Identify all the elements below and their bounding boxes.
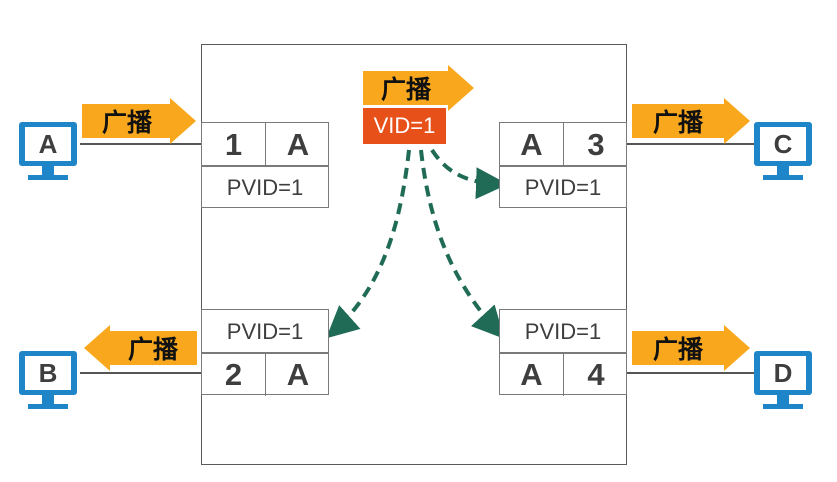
flow-arrow-to-port2 [326, 149, 411, 339]
port-2-pvid: PVID=1 [226, 318, 304, 344]
port-1: 1 A PVID=1 [201, 122, 329, 208]
computer-d-label: D [773, 357, 793, 388]
port-3: A 3 PVID=1 [499, 122, 627, 208]
port-3-vlan: A [500, 123, 564, 166]
port-4-pvid: PVID=1 [524, 318, 602, 344]
port-4-number: 4 [587, 356, 605, 392]
broadcast-label-center: 广播 [380, 76, 431, 104]
port-3-pvid: PVID=1 [524, 174, 602, 200]
computer-b-label: B [38, 357, 58, 388]
broadcast-arrow-c [632, 98, 750, 144]
broadcast-arrow-b [84, 325, 197, 371]
flow-arrow-to-port3 [430, 148, 508, 200]
broadcast-label-a: 广播 [101, 109, 152, 137]
port-4-vlan: A [500, 353, 564, 396]
port-1-vlan: A [286, 126, 310, 162]
port-4: PVID=1 A 4 [499, 309, 627, 396]
vid-tag: VID=1 [363, 108, 446, 144]
flow-arrow-to-port4 [419, 149, 505, 339]
computer-c-label: C [773, 128, 793, 159]
broadcast-arrow-a [82, 98, 196, 144]
computer-b-icon [19, 351, 77, 409]
port-2-vlan: A [286, 356, 310, 392]
broadcast-label-b: 广播 [127, 336, 178, 364]
broadcast-label-c: 广播 [652, 109, 703, 137]
port-2: PVID=1 2 A [201, 309, 329, 396]
computer-d-icon [754, 351, 812, 409]
port-1-number: 1 [202, 123, 266, 166]
broadcast-arrow-d [632, 325, 750, 371]
broadcast-arrow-center [363, 65, 474, 111]
computer-a-icon [19, 122, 77, 180]
port-3-number: 3 [587, 126, 605, 162]
computer-c-icon [754, 122, 812, 180]
computer-a-label: A [38, 128, 58, 159]
broadcast-label-d: 广播 [652, 336, 703, 364]
port-1-pvid: PVID=1 [226, 174, 304, 200]
port-2-number: 2 [202, 353, 266, 396]
